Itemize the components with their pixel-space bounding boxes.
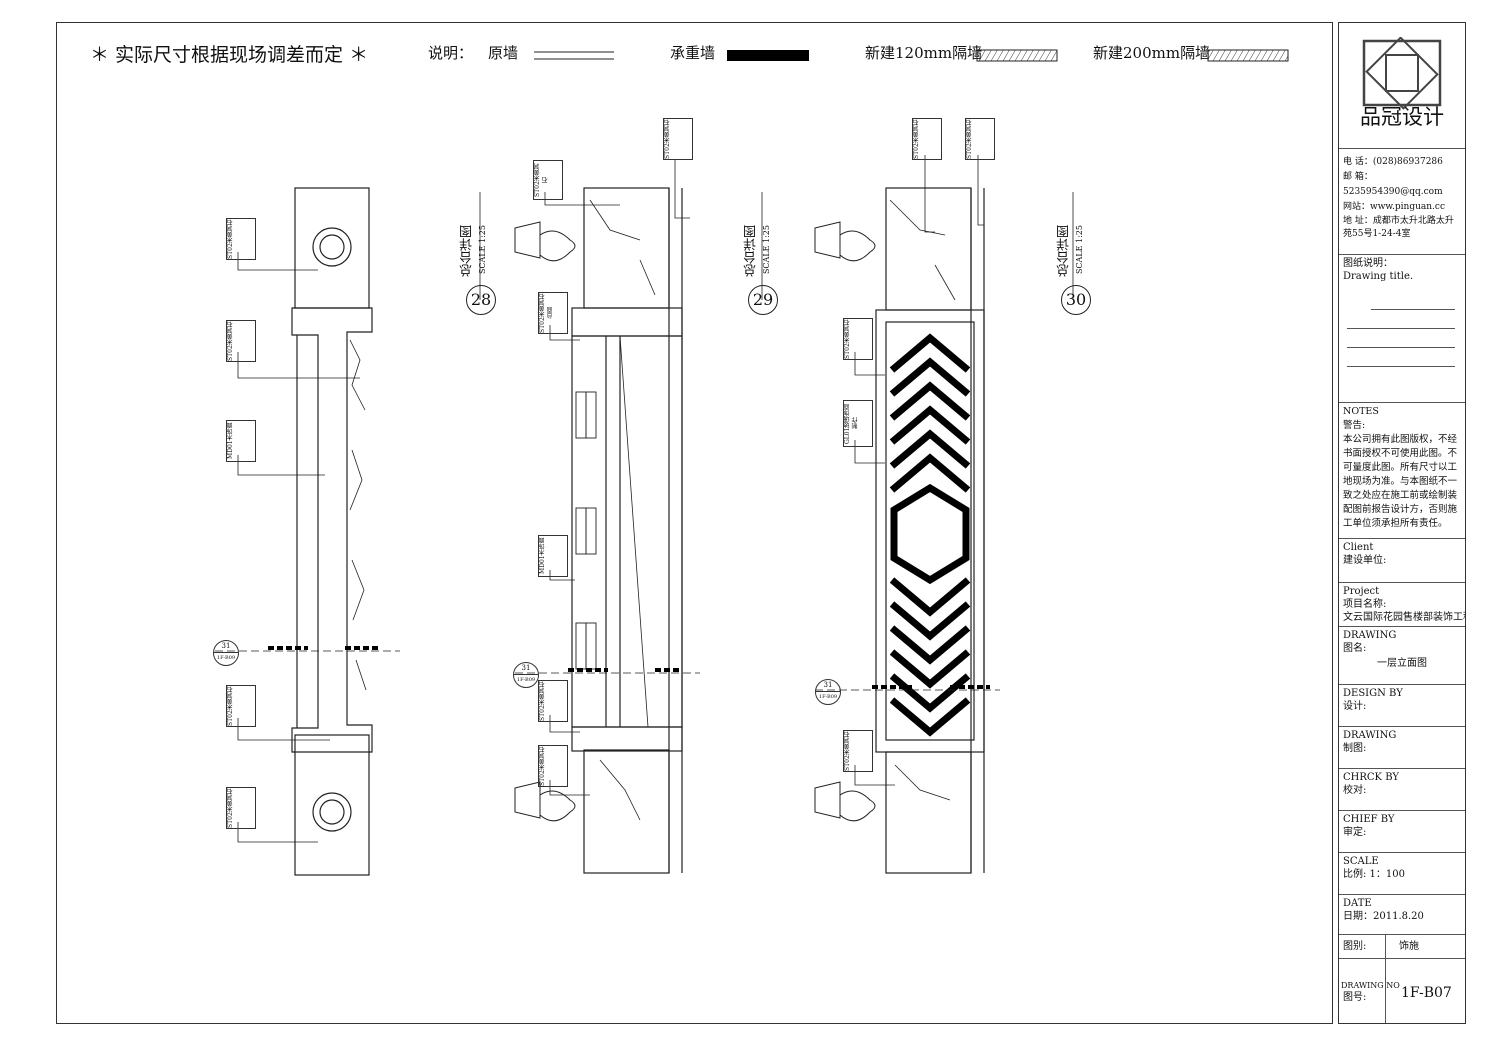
material-tag-st02: ST02米黄洞石 [226,218,256,260]
legend-swatch-new200 [1207,49,1289,62]
material-tag-st02: ST02米黄洞石 [226,787,256,829]
legend-bearing-wall: 承重墙 [670,44,716,62]
drawing-name: 一层立面图 [1377,658,1427,669]
chief-by-cell: CHIEF BY 审定: [1339,811,1465,853]
material-tag-st02: ST02米黄洞石 [226,320,256,362]
company-name: 品冠设计 [1360,105,1444,129]
view-title-29: 总台详图 [744,225,759,277]
drawing-name-cell: DRAWING 图名: 一层立面图 [1339,627,1465,685]
material-tag-st02: ST02米黄洞石 [843,318,873,360]
drawing-canvas [215,49,1289,876]
design-by-cell: DESIGN BY 设计: [1339,685,1465,727]
scale-value: 比例: 1：100 [1343,869,1405,880]
notes-label: NOTES [1343,406,1379,417]
material-tag-st02: ST02米黄洞石 [912,118,942,160]
project-name: 文云国际花园售楼部装饰工程 [1343,612,1465,623]
scale-cell: SCALE 比例: 1：100 [1339,853,1465,895]
legend-new-120-wall: 新建120mm隔墙 [865,44,983,62]
drawing-title-cell: 图纸说明： Drawing title. [1339,255,1465,403]
legend-swatch-bearing [727,50,809,61]
address-text: 地 址：成都市太升北路太升苑55号1-24-4室 [1343,216,1454,239]
client-cell: Client 建设单位: [1339,539,1465,583]
legend-new-200-wall: 新建200mm隔墙 [1093,44,1211,62]
material-tag-gl01: GL01玻璃饰面制作 [843,400,873,447]
web-text: 网站：www.pinguan.cc [1343,202,1446,212]
contact-info: 电 话：(028)86937286 邮 箱：5235954390@qq.com … [1339,149,1465,255]
view-number-30: 30 [1061,285,1091,315]
material-tag-st02: ST02米黄洞石 [538,680,568,722]
notes-warning-label: 警告: [1343,420,1366,431]
material-tag-st02: ST02米黄洞石 [843,730,873,772]
view-number-29: 29 [748,285,778,315]
legend-original-wall: 原墙 [488,44,519,62]
category-cell: 图别: 饰施 [1339,935,1465,959]
lamp-fixtures [514,221,876,822]
email-text: 邮 箱：5235954390@qq.com [1343,172,1443,197]
company-logo-icon [1362,36,1442,110]
elevation-left [215,187,400,876]
chevron-pattern [889,333,971,737]
elevation-middle [515,187,700,874]
leader-lines [237,155,1074,843]
company-logo-cell: 品冠设计 [1339,23,1465,149]
material-tag-st02: ST02米黄洞石 [663,118,693,160]
drawing-no-cell: DRAWING NO 图号: 1F-B07 [1339,959,1465,1023]
material-tag-st02: ST02米黄洞石 [965,118,995,160]
legend-label: 说明： [428,44,474,62]
legend-swatch-original [534,51,614,60]
elevation-right [875,187,985,874]
material-tag-st02-countertop: ST02米黄洞石台面 [538,292,568,334]
drawing-title-label: 图纸说明： [1343,258,1393,269]
view-scale-28: SCALE 1:25 [478,225,487,275]
notes-text: 本公司拥有此图版权，不经书面授权不可使用此图。不可量度此图。所有尺寸以工地现场为… [1343,434,1458,529]
material-tag-md01: MD01木饰面 [538,535,568,577]
material-tag-st02: ST02米黄洞石 [226,685,256,727]
date-cell: DATE 日期：2011.8.20 [1339,895,1465,935]
phone-text: 电 话：(028)86937286 [1343,157,1443,167]
legend-swatch-new120 [976,49,1058,62]
drawing-title-label-en: Drawing title. [1343,271,1414,282]
date-value: 日期：2011.8.20 [1343,911,1424,922]
drawing-frame [56,22,1333,1024]
view-scale-30: SCALE 1:25 [1075,225,1084,275]
material-tag-md01: MD01木饰面 [226,420,256,462]
view-number-28: 28 [466,285,496,315]
material-tag-st02: ST02米黄洞石 [538,745,568,787]
drawing-number: 1F-B07 [1401,985,1452,1001]
check-by-cell: CHRCK BY 校对: [1339,769,1465,811]
view-title-30: 总台详图 [1057,225,1072,277]
category-value: 饰施 [1399,941,1419,952]
view-title-28: 总台详图 [460,225,475,277]
dimension-note: ＊ 实际尺寸根据现场调差而定 ＊ [90,44,369,66]
drawn-by-cell: DRAWING 制图: [1339,727,1465,769]
view-scale-29: SCALE 1:25 [762,225,771,275]
title-block: 品冠设计 电 话：(028)86937286 邮 箱：5235954390@qq… [1338,22,1466,1024]
notes-cell: NOTES 警告: 本公司拥有此图版权，不经书面授权不可使用此图。不可量度此图。… [1339,403,1465,539]
material-tag-st02: ST02米黄洞石 [533,160,563,200]
project-cell: Project 项目名称: 文云国际花园售楼部装饰工程 [1339,583,1465,627]
